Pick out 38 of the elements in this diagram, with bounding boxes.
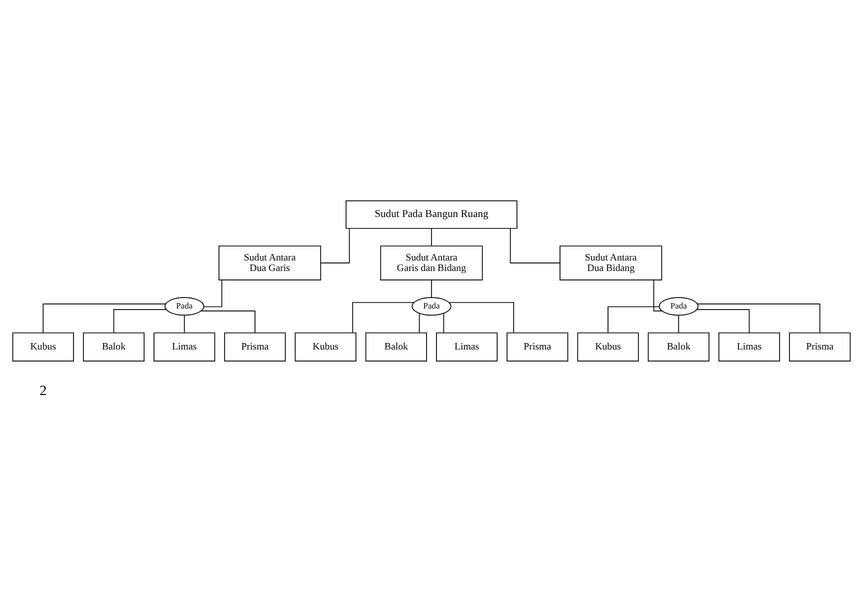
node-box: Balok: [82, 332, 145, 362]
connector: [653, 280, 662, 312]
node-box: Limas: [154, 332, 216, 362]
node-box: Sudut Antara Dua Garis: [218, 246, 322, 280]
node-box: Kubus: [577, 332, 639, 362]
connector: [113, 309, 167, 334]
connector: [448, 302, 514, 334]
connector: [696, 309, 750, 334]
node-box: Limas: [436, 332, 498, 362]
connector: [431, 280, 432, 298]
connector: [184, 314, 185, 333]
connector: [608, 306, 660, 334]
node-box: Balok: [365, 332, 427, 362]
connector: [204, 280, 222, 308]
node-box: Prisma: [789, 332, 851, 362]
node-ellipse: Pada: [164, 297, 204, 316]
label: 2: [40, 382, 47, 399]
node-box: Limas: [718, 332, 780, 362]
node-box: Kubus: [12, 332, 74, 362]
connector: [696, 303, 820, 334]
node-box: Sudut Antara Garis dan Bidang: [380, 246, 483, 280]
connector: [200, 310, 256, 334]
connector: [443, 312, 444, 334]
node-box: Sudut Pada Bangun Ruang: [346, 200, 518, 229]
node-box: Sudut Antara Dua Bidang: [560, 246, 662, 280]
node-ellipse: Pada: [412, 297, 452, 316]
node-box: Balok: [648, 332, 710, 362]
connector: [352, 302, 414, 334]
node-box: Prisma: [224, 332, 286, 362]
connector: [418, 312, 420, 334]
connector: [42, 303, 166, 334]
connector: [431, 228, 432, 246]
connector: [510, 228, 560, 264]
node-box: Kubus: [294, 332, 356, 362]
connector: [678, 314, 680, 333]
connector: [320, 228, 350, 264]
node-ellipse: Pada: [658, 297, 698, 316]
node-box: Prisma: [506, 332, 568, 362]
